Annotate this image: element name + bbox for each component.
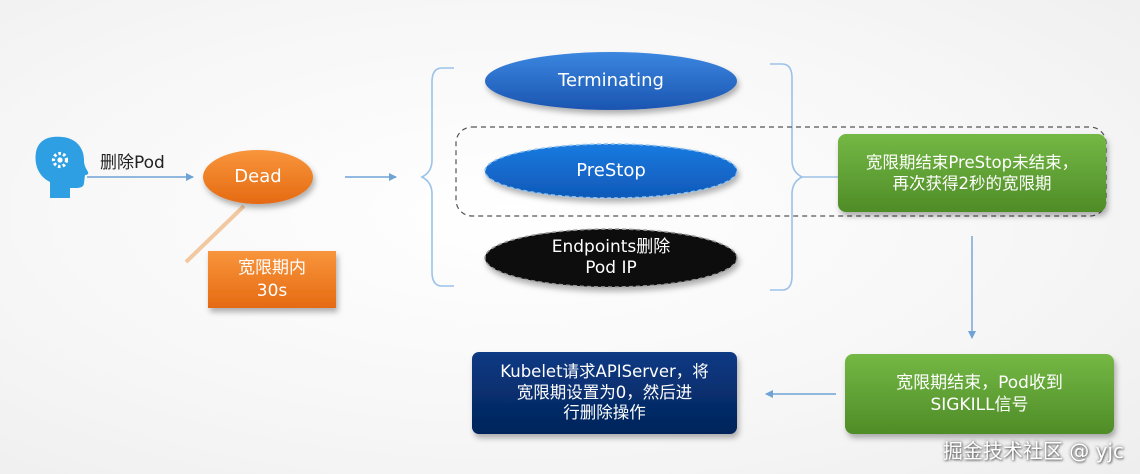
prestop-node: [484, 143, 738, 199]
callout-connector: [184, 204, 246, 264]
prestop-dashed-group: [455, 126, 1107, 217]
dead-label: Dead: [234, 166, 282, 188]
kubelet-request-box: [472, 352, 737, 434]
endpoints-label: Endpoints删除 Pod IP: [551, 236, 671, 278]
grace-period-note-box: [208, 251, 336, 308]
user-head-gear-icon: [35, 136, 89, 198]
terminating-label: Terminating: [558, 70, 664, 92]
grace-period-note: 宽限期内 30s: [238, 258, 306, 301]
sigkill-label: 宽限期结束，Pod收到 SIGKILL信号: [896, 372, 1063, 415]
watermark: 掘金技术社区 @ yjc: [942, 439, 1124, 463]
terminating-node: [485, 52, 737, 110]
kubelet-request-label: Kubelet请求APIServer，将 宽限期设置为0，然后进 行删除操作: [500, 362, 709, 423]
left-brace: [420, 67, 454, 287]
endpoints-node: [484, 228, 738, 288]
prestop-extend-label: 宽限期结束PreStop未结束， 再次获得2秒的宽限期: [865, 152, 1079, 193]
delete-pod-label: 删除Pod: [100, 153, 165, 173]
dead-node: [203, 150, 313, 204]
prestop-label: PreStop: [576, 160, 646, 182]
right-brace: [770, 63, 804, 291]
prestop-extend-box: [838, 134, 1106, 212]
sigkill-box: [845, 354, 1114, 434]
